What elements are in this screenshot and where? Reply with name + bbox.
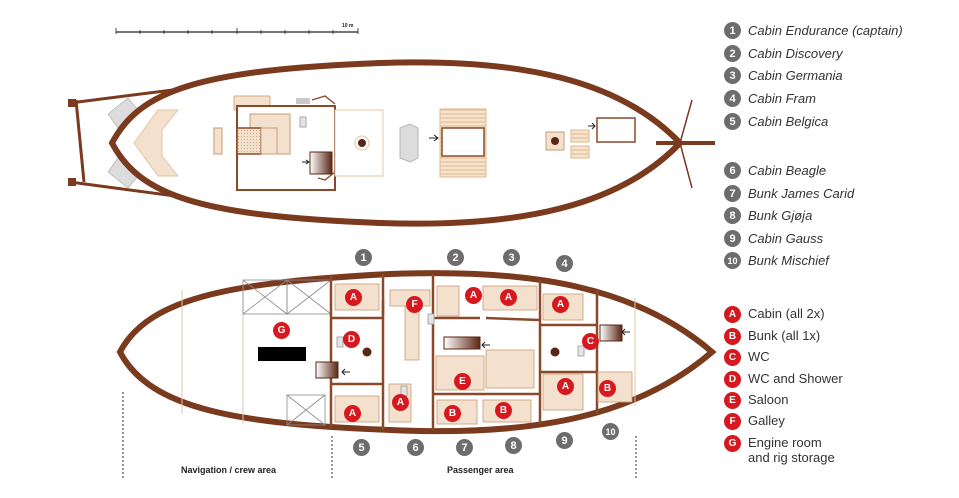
mast-aft: [362, 347, 372, 357]
lower-deck-plan: [116, 270, 717, 435]
scale-bar-label: 10 m: [342, 23, 354, 29]
scale-bar: [115, 28, 359, 34]
top-deck-hull: [108, 59, 685, 227]
navigation-area-label: Navigation / crew area: [181, 465, 277, 475]
area-dividers: [122, 392, 637, 478]
mast-fore: [550, 347, 560, 357]
passenger-area-label: Passenger area: [447, 465, 514, 475]
top-deck-plan: [68, 59, 715, 227]
